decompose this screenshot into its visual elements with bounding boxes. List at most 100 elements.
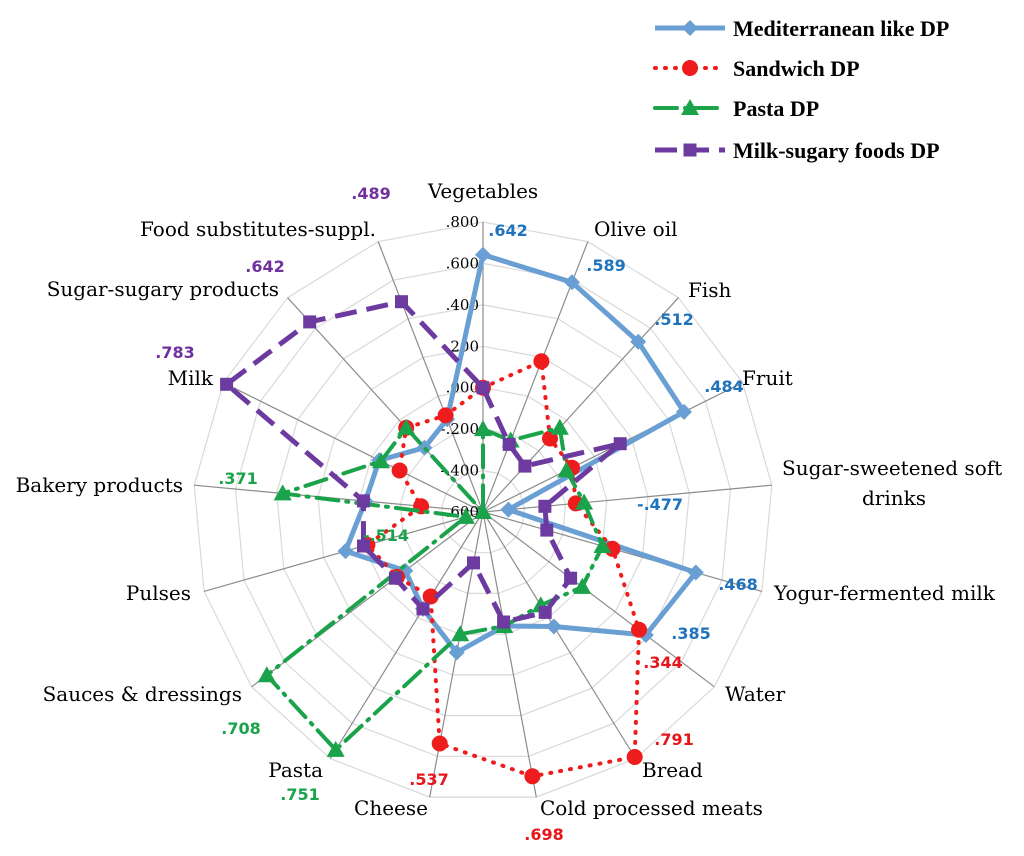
value-label: .537 — [409, 770, 448, 789]
data-point-marker — [545, 618, 562, 635]
value-label: .751 — [280, 785, 319, 804]
data-point-marker — [613, 437, 627, 451]
data-point-marker — [416, 602, 430, 616]
value-label: .468 — [718, 575, 757, 594]
data-point-marker — [626, 749, 643, 765]
data-point-marker — [397, 418, 416, 435]
data-point-marker — [550, 418, 569, 435]
data-point-marker — [630, 333, 647, 350]
data-point-marker — [220, 377, 234, 391]
data-point-marker — [476, 381, 490, 395]
legend-label: Pasta DP — [733, 96, 819, 121]
data-point-marker — [456, 507, 475, 524]
data-point-marker — [395, 295, 408, 309]
value-label: .371 — [218, 469, 257, 488]
axis-spoke — [287, 297, 484, 513]
axis-spoke — [482, 511, 715, 688]
axis-spoke — [482, 297, 679, 513]
value-label: .385 — [671, 624, 710, 643]
data-point-marker — [682, 60, 698, 76]
tick-label: .600 — [446, 254, 479, 272]
category-label: Bakery products — [16, 473, 183, 497]
category-label: Water — [725, 682, 786, 706]
tick-label: -.600 — [441, 503, 479, 521]
data-point-marker — [564, 274, 580, 291]
data-point-marker — [388, 571, 402, 585]
axis-spoke — [377, 241, 484, 513]
data-point-marker — [474, 503, 492, 519]
data-point-marker — [437, 407, 454, 424]
grid-ring — [276, 304, 690, 717]
value-label: .344 — [643, 653, 682, 672]
data-point-marker — [337, 543, 354, 560]
value-label: -.514 — [363, 526, 409, 545]
data-point-marker — [557, 461, 576, 478]
category-label: Food substitutes-suppl. — [140, 217, 376, 241]
value-label: .489 — [351, 184, 390, 203]
category-label: Cheese — [354, 796, 428, 820]
grid-ring — [399, 428, 567, 595]
category-label: Olive oil — [594, 217, 678, 241]
tick-label: -.200 — [441, 420, 479, 438]
radar-grid — [193, 221, 773, 798]
data-point-marker — [500, 501, 517, 518]
grid-ring — [317, 345, 649, 676]
category-label: Cold processed meats — [540, 796, 763, 820]
data-point-marker — [497, 615, 511, 629]
data-point-marker — [564, 571, 578, 585]
data-point-marker — [467, 556, 480, 570]
category-label: Pasta — [268, 758, 323, 782]
category-label: Sauces & dressings — [43, 682, 242, 706]
data-point-marker — [451, 625, 470, 642]
series-group — [220, 295, 627, 629]
legend-item: Pasta DP — [653, 96, 819, 121]
legend-label: Sandwich DP — [733, 56, 860, 81]
category-label: Vegetables — [427, 179, 538, 203]
series-line — [343, 252, 699, 655]
data-point-marker — [681, 99, 699, 115]
axis-spoke — [329, 511, 484, 759]
category-label: Bread — [642, 758, 703, 782]
data-point-marker — [372, 452, 390, 469]
data-point-marker — [356, 494, 370, 508]
data-point-marker — [431, 735, 448, 752]
data-point-marker — [303, 315, 317, 329]
data-point-marker — [448, 644, 465, 661]
data-point-marker — [518, 459, 532, 473]
legend-item: Mediterranean like DP — [655, 16, 949, 41]
value-labels: .642.589.512.484-.477.468.385.344.791.69… — [155, 184, 757, 844]
legend-label: Milk-sugary foods DP — [733, 138, 940, 163]
value-label: .791 — [654, 730, 693, 749]
axis-spoke — [482, 511, 537, 798]
series-line — [224, 299, 623, 625]
data-point-marker — [524, 768, 541, 785]
tick-label: -.400 — [441, 462, 479, 480]
category-label: Milk — [168, 366, 214, 390]
legend-item: Milk-sugary foods DP — [655, 138, 940, 163]
data-point-marker — [676, 403, 692, 420]
series-line — [264, 425, 605, 752]
data-point-marker — [593, 537, 612, 553]
data-point-marker — [538, 605, 552, 619]
data-point-marker — [533, 353, 550, 370]
value-label: .589 — [586, 256, 625, 275]
axis-spoke — [223, 382, 484, 513]
data-point-marker — [682, 20, 698, 36]
data-point-marker — [475, 246, 491, 263]
data-point-marker — [326, 740, 345, 757]
data-point-marker — [538, 499, 552, 513]
category-label: Sugar-sugary products — [47, 277, 279, 301]
category-label: Yogur-fermented milk — [773, 581, 996, 605]
legend: Mediterranean like DP Sandwich DP Pasta DP… — [653, 16, 949, 163]
category-label: Pulses — [126, 581, 191, 605]
axis-spoke — [482, 484, 772, 513]
category-label: drinks — [862, 486, 926, 510]
value-label: .642 — [488, 221, 527, 240]
value-label: -.477 — [637, 495, 683, 514]
value-label: .512 — [654, 310, 693, 329]
grid-ring — [441, 469, 525, 554]
data-point-marker — [422, 588, 439, 605]
data-point-marker — [573, 577, 592, 594]
data-point-marker — [273, 484, 292, 501]
